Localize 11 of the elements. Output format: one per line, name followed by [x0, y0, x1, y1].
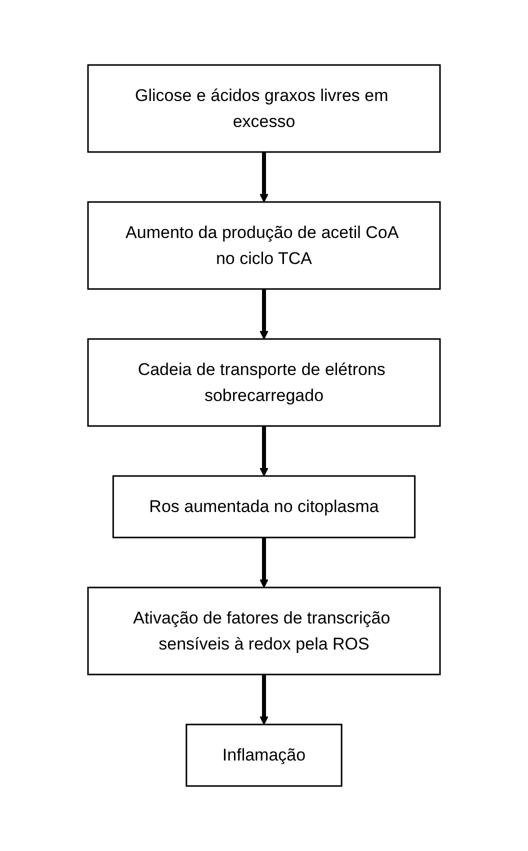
node-box: Ros aumentada no citoplasma: [112, 475, 416, 538]
arrow: [260, 538, 268, 588]
arrow: [260, 426, 268, 476]
node-box: Aumento da produção de acetil CoA no ciclo TCA: [87, 201, 441, 290]
node-box: Glicose e ácidos graxos livres em excesso: [87, 64, 441, 153]
arrow: [260, 152, 268, 202]
node-box: Ativação de fatores de transcrição sensíveis à redox pela ROS: [87, 586, 441, 676]
arrow: [260, 674, 268, 725]
node-box: Cadeia de transporte de elétrons sobrecarregado: [87, 338, 441, 427]
arrow: [260, 289, 268, 340]
node-box: Inflamação: [186, 724, 342, 787]
